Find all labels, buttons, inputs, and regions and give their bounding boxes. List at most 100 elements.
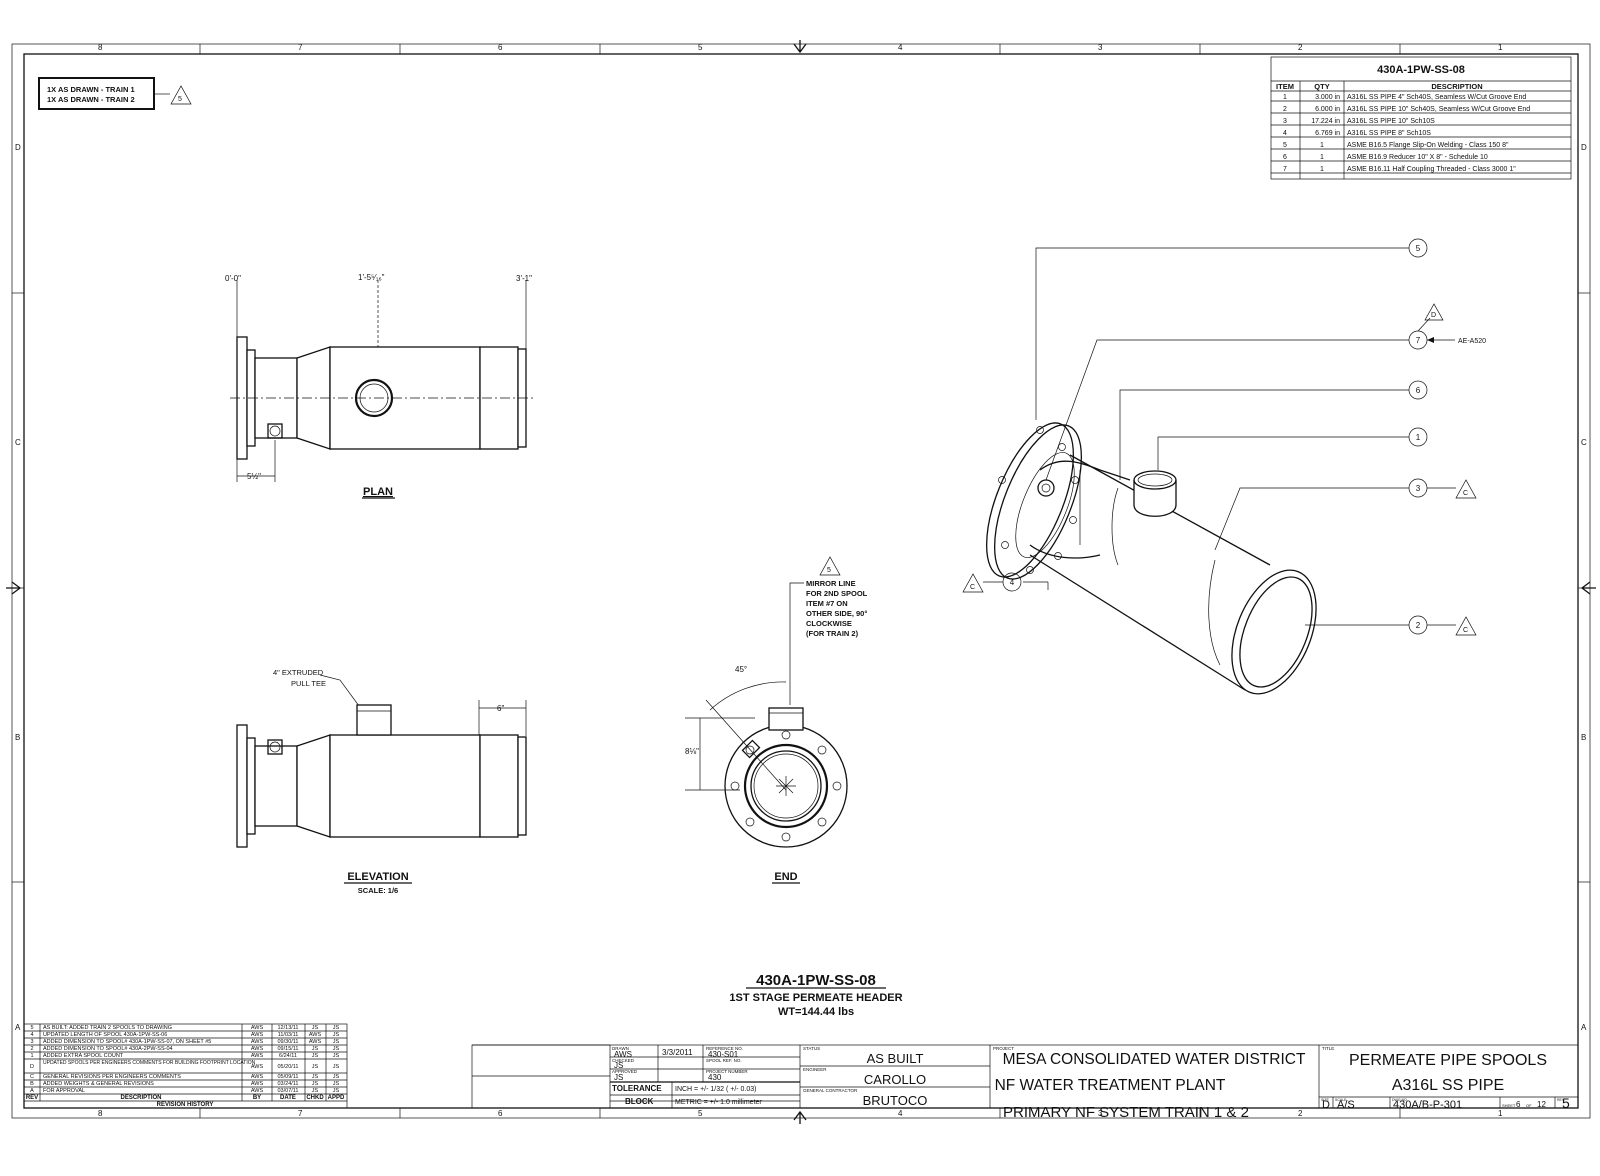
col-label: 2 bbox=[1298, 1109, 1303, 1118]
col-label: 4 bbox=[898, 43, 903, 52]
tb-rev: 5 bbox=[1562, 1095, 1570, 1111]
rev-cell: ADDED EXTRA SPOOL COUNT bbox=[43, 1053, 124, 1059]
bom-cell-desc: A316L SS PIPE 10" Sch40S, Seamless W/Cut… bbox=[1347, 106, 1530, 113]
spool-subtitle: 1ST STAGE PERMEATE HEADER bbox=[729, 992, 902, 1004]
row-label: C bbox=[15, 438, 21, 447]
tb-approved-by: JS bbox=[614, 1073, 623, 1082]
tb-label: SPOOL REF. NO. bbox=[706, 1058, 742, 1063]
balloon-number: 7 bbox=[1416, 336, 1421, 345]
rev-cell: 05/09/11 bbox=[277, 1074, 298, 1080]
rev-cell: AWS bbox=[251, 1074, 264, 1080]
revision-tag: 5 bbox=[178, 96, 182, 103]
tb-label: SIZE bbox=[1321, 1098, 1329, 1102]
plan-dim-start: 0'-0" bbox=[225, 274, 241, 283]
row-label: B bbox=[15, 733, 20, 742]
balloon-tag: C bbox=[1463, 627, 1468, 634]
rev-cell: AWS bbox=[251, 1046, 264, 1052]
tb-tolerance-metric: METRIC = +/- 1.0 millimeter bbox=[675, 1099, 762, 1106]
col-label: 1 bbox=[1498, 43, 1503, 52]
rev-cell: JS bbox=[312, 1088, 319, 1094]
end-note-line: (FOR TRAIN 2) bbox=[806, 629, 859, 638]
rev-footer: REVISION HISTORY bbox=[157, 1102, 214, 1108]
rev-cell: JS bbox=[333, 1025, 340, 1031]
tb-label: DRAWN bbox=[612, 1046, 629, 1051]
col-label: 1 bbox=[1498, 1109, 1503, 1118]
bom-cell-item: 6 bbox=[1283, 154, 1287, 161]
balloon-5: 5 bbox=[1408, 238, 1428, 258]
balloon-6: 6 bbox=[1408, 380, 1428, 400]
elevation-callout-line-1: 4" EXTRUDED bbox=[273, 668, 324, 677]
balloon-number: 5 bbox=[1416, 244, 1421, 253]
tb-ref-no: 430-S01 bbox=[708, 1050, 739, 1059]
balloon-4: 4 C bbox=[962, 572, 1022, 593]
tb-status: AS BUILT bbox=[867, 1051, 924, 1066]
rev-cell: 05/20/11 bbox=[277, 1064, 298, 1070]
tb-label: CHECKED bbox=[612, 1058, 635, 1063]
bill-of-materials: 430A-1PW-SS-08 ITEM QTY DESCRIPTION 1 3.… bbox=[1270, 56, 1572, 180]
end-note-line: FOR 2ND SPOOL bbox=[806, 589, 868, 598]
bom-cell-qty: 6.769 in bbox=[1315, 130, 1340, 137]
bom-header-item: ITEM bbox=[1276, 82, 1294, 91]
row-label: D bbox=[15, 143, 21, 152]
tb-sheet-total: 12 bbox=[1537, 1100, 1546, 1109]
train-note-line-1: 1X AS DRAWN - TRAIN 1 bbox=[47, 85, 135, 94]
train-note: 1X AS DRAWN - TRAIN 1 1X AS DRAWN - TRAI… bbox=[38, 77, 192, 110]
rev-cell: 11/03/11 bbox=[278, 1032, 299, 1038]
col-label: 8 bbox=[98, 43, 103, 52]
rev-cell: 03/24/11 bbox=[277, 1081, 298, 1087]
tb-label: TITLE bbox=[1322, 1046, 1334, 1051]
balloon-number: 4 bbox=[1010, 578, 1015, 587]
end-dim-left: 8⅛" bbox=[685, 747, 699, 756]
bom-header-qty: QTY bbox=[1314, 82, 1329, 91]
rev-cell: AWS bbox=[309, 1039, 322, 1045]
rev-header: BY bbox=[253, 1095, 261, 1101]
elevation-scale: SCALE: 1/6 bbox=[358, 886, 398, 895]
rev-cell: AWS bbox=[251, 1032, 264, 1038]
rev-cell: AWS bbox=[251, 1064, 264, 1070]
bom-cell-qty: 1 bbox=[1320, 154, 1324, 161]
rev-cell: 09/30/11 bbox=[277, 1039, 298, 1045]
end-angle: 45° bbox=[735, 665, 747, 674]
elevation-view: 4" EXTRUDED PULL TEE 6" ELEVATION SCALE:… bbox=[236, 668, 527, 895]
tb-label: REFERENCE NO. bbox=[706, 1046, 743, 1051]
col-label: 7 bbox=[298, 1109, 303, 1118]
tb-title-line: A316L SS PIPE bbox=[1392, 1077, 1504, 1094]
tb-sheet-num: 6 bbox=[1516, 1100, 1521, 1109]
rev-cell: ADDED DIMENSION TO SPOOL# 430A-2PW-SS-04 bbox=[43, 1046, 173, 1052]
rev-cell: JS bbox=[333, 1064, 340, 1070]
rev-cell: 03/07/11 bbox=[277, 1088, 298, 1094]
rev-cell: JS bbox=[333, 1053, 340, 1059]
rev-cell: D bbox=[30, 1064, 34, 1070]
rev-cell: GENERAL REVISIONS PER ENGINEERS COMMENTS bbox=[43, 1074, 181, 1080]
rev-cell: AWS bbox=[251, 1088, 264, 1094]
spool-caption: 430A-1PW-SS-08 1ST STAGE PERMEATE HEADER… bbox=[729, 972, 902, 1018]
balloon-tag: C bbox=[1463, 490, 1468, 497]
plan-dim-end: 3'-1" bbox=[516, 274, 532, 283]
rev-cell: 6/24/11 bbox=[279, 1053, 297, 1059]
tb-project-line: PRIMARY NF SYSTEM TRAIN 1 & 2 bbox=[1003, 1104, 1249, 1121]
bom-cell-qty: 3.000 in bbox=[1315, 94, 1340, 101]
balloon-1: 1 bbox=[1408, 427, 1428, 447]
tb-drawn-by: AWS bbox=[614, 1050, 632, 1059]
bom-cell-desc: ASME B16.5 Flange Slip-On Welding - Clas… bbox=[1347, 142, 1509, 149]
rev-cell: 3 bbox=[30, 1039, 33, 1045]
balloon-ref: AE-A520 bbox=[1458, 338, 1486, 345]
rev-cell: JS bbox=[333, 1039, 340, 1045]
tb-dwg-no: 430A/B-P-301 bbox=[1393, 1099, 1462, 1111]
tb-label: ENGINEER bbox=[803, 1067, 827, 1072]
tb-scale: A/S bbox=[1337, 1099, 1355, 1111]
col-label: 3 bbox=[1098, 43, 1103, 52]
tb-project-line: NF WATER TREATMENT PLANT bbox=[995, 1077, 1226, 1094]
balloon-number: 2 bbox=[1416, 621, 1421, 630]
rev-cell: 12/13/11 bbox=[277, 1025, 298, 1031]
rev-cell: JS bbox=[333, 1081, 340, 1087]
col-label: 3 bbox=[1098, 1109, 1103, 1118]
rev-cell: JS bbox=[312, 1064, 319, 1070]
bom-title: 430A-1PW-SS-08 bbox=[1377, 64, 1465, 76]
tb-label: PROJECT bbox=[993, 1046, 1014, 1051]
col-label: 6 bbox=[498, 1109, 503, 1118]
rev-header: APPD bbox=[328, 1095, 345, 1101]
bom-cell-desc: A316L SS PIPE 8" Sch10S bbox=[1347, 130, 1431, 137]
tb-label: APPROVED bbox=[612, 1069, 638, 1074]
tb-check-by: JS bbox=[614, 1061, 623, 1070]
